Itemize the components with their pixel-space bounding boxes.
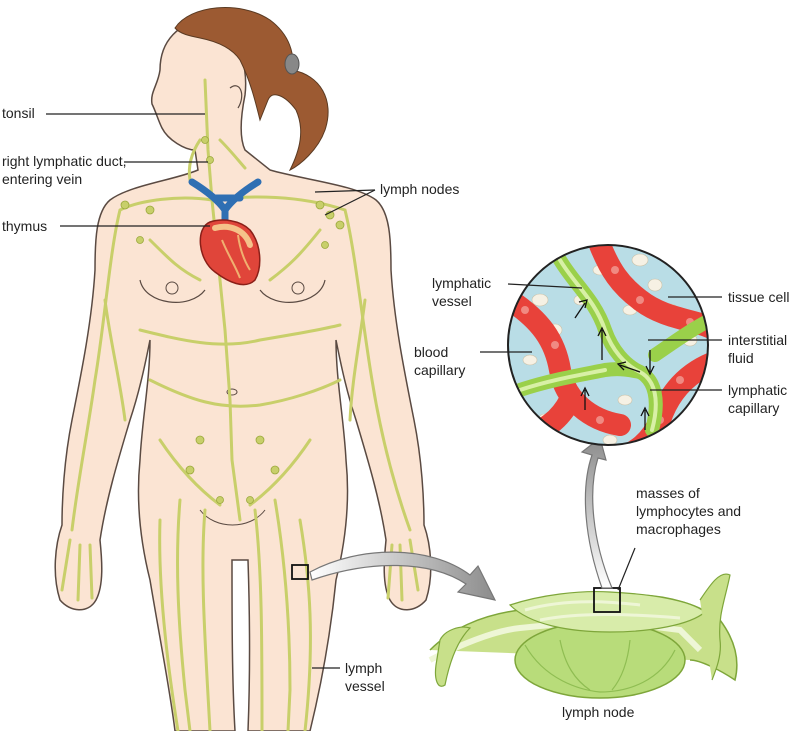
zoom-arrow-to-circle bbox=[580, 436, 613, 589]
label-lymphatic-capillary-line1: lymphatic bbox=[728, 382, 788, 398]
label-lymphatic-vessel-line2: vessel bbox=[432, 293, 472, 309]
label-blood-capillary-line1: blood bbox=[414, 344, 449, 360]
label-lymphatic-vessel: lymphatic vessel bbox=[432, 274, 491, 310]
lymph-vessels bbox=[60, 78, 420, 731]
ear bbox=[229, 85, 243, 109]
hair bbox=[174, 7, 329, 172]
label-masses-of-lymphocytes: masses of lymphocytes and macrophages bbox=[636, 484, 741, 538]
magnified-tissue bbox=[508, 245, 708, 445]
label-interstitial-fluid-line1: interstitial bbox=[728, 332, 788, 348]
label-masses-line1: masses of bbox=[636, 485, 700, 501]
breast-left bbox=[139, 279, 206, 303]
label-right-lymphatic-duct: right lymphatic duct, entering vein bbox=[2, 152, 127, 188]
heart-highlight bbox=[212, 223, 253, 248]
label-lymph-vessel-line2: vessel bbox=[345, 678, 385, 694]
label-lymphatic-vessel-line1: lymphatic bbox=[432, 275, 492, 291]
leader-lines bbox=[46, 113, 722, 669]
navel bbox=[226, 388, 238, 396]
heart-vessels bbox=[221, 234, 251, 279]
label-lymph-vessel: lymph vessel bbox=[345, 659, 385, 695]
nipple-right bbox=[291, 281, 305, 295]
label-interstitial-fluid: interstitial fluid bbox=[728, 331, 787, 367]
label-blood-capillary: blood capillary bbox=[414, 343, 465, 379]
hair-tie bbox=[284, 53, 300, 75]
label-lymph-vessel-line1: lymph bbox=[345, 660, 383, 676]
lymph-node-dots bbox=[120, 136, 345, 504]
label-blood-capillary-line2: capillary bbox=[414, 362, 466, 378]
label-masses-line3: macrophages bbox=[636, 521, 721, 537]
label-right-lymphatic-duct-line2: entering vein bbox=[2, 171, 83, 187]
zoom-arrow-to-node bbox=[309, 551, 497, 601]
label-lymphatic-capillary-line2: capillary bbox=[728, 400, 780, 416]
thigh-zoom-box bbox=[291, 564, 309, 580]
label-tonsil: tonsil bbox=[2, 105, 35, 121]
label-masses-line2: lymphocytes and bbox=[636, 503, 742, 519]
label-lymphatic-capillary: lymphatic capillary bbox=[728, 381, 787, 417]
label-tissue-cell: tissue cell bbox=[728, 289, 790, 305]
magnified-circle-outline bbox=[507, 244, 709, 446]
human-body bbox=[54, 19, 432, 731]
label-interstitial-fluid-line2: fluid bbox=[728, 350, 754, 366]
nipple-left bbox=[165, 281, 179, 295]
lymph-node-illustration bbox=[428, 573, 738, 699]
label-thymus: thymus bbox=[2, 218, 48, 234]
label-right-lymphatic-duct-line1: right lymphatic duct, bbox=[2, 153, 127, 169]
breast-right bbox=[259, 279, 326, 303]
body-silhouette bbox=[54, 19, 432, 731]
label-lymph-nodes: lymph nodes bbox=[380, 181, 460, 197]
blue-veins bbox=[188, 178, 262, 229]
label-lymph-node: lymph node bbox=[562, 704, 635, 720]
